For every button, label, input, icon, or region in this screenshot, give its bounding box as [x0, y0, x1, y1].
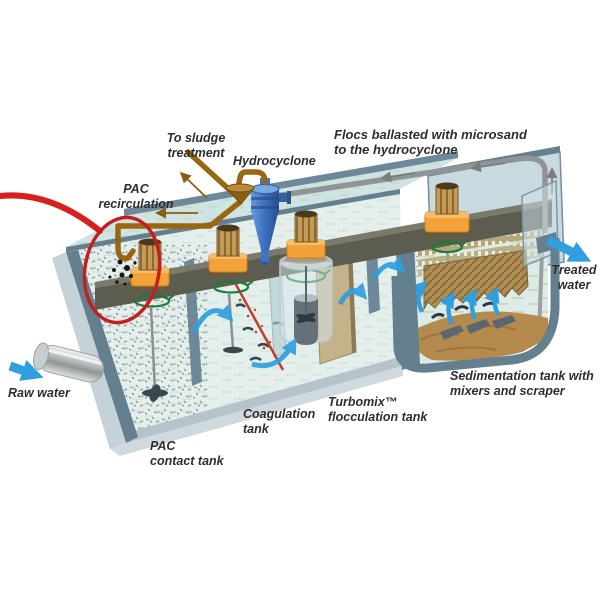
hull-rim [391, 238, 560, 373]
label-sedimentation-tank: Sedimentation tank with mixers and scrap… [450, 369, 594, 398]
pac-particles [108, 259, 137, 286]
label-hydrocyclone: Hydrocyclone [233, 154, 316, 168]
raw-water-inlet [8, 342, 105, 383]
pac-zone-highlight [0, 192, 162, 325]
flow-direction-arrow [380, 171, 416, 183]
highlight-leader [0, 192, 103, 234]
motor-turbomix [285, 210, 327, 264]
pipe-cyclone-overflow [235, 169, 268, 191]
sed-flow-arrows [410, 280, 501, 325]
hydrocyclone [250, 178, 291, 265]
treated-water-arrow [545, 235, 592, 263]
flow-direction-arrow [470, 161, 506, 173]
weir-wall [366, 248, 380, 314]
raw-water-arrow [8, 360, 44, 381]
motor-coagulation [207, 224, 249, 278]
label-pac-contact-tank: PAC contact tank [150, 439, 224, 468]
label-raw-water: Raw water [8, 386, 70, 400]
highlight-ellipse [82, 215, 162, 325]
flow-arrows [191, 256, 406, 369]
pipe-pac-recirculation [115, 199, 243, 262]
label-treated-water: Treated water [551, 263, 597, 292]
mixer-motors [129, 182, 471, 292]
to-sludge-arrow [179, 171, 208, 199]
label-turbomix-flocculation-tank: Turbomix™ flocculation tank [328, 395, 428, 424]
label-flocs-ballasted: Flocs ballasted with microsand to the hy… [334, 127, 527, 158]
overflow-funnel [224, 183, 256, 205]
motor-sedimentation [423, 182, 471, 239]
turbomix-draft-tube [279, 253, 333, 345]
label-to-sludge-treatment: To sludge treatment [166, 131, 226, 160]
label-coagulation-tank: Coagulation tank [243, 407, 316, 436]
direction-arrows-brown [155, 171, 208, 219]
label-pac-recirculation: PAC recirculation [98, 182, 174, 211]
